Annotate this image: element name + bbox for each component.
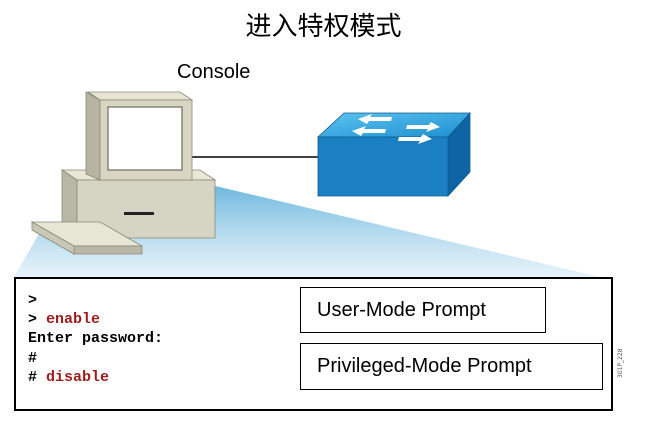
prompt-text: # (28, 349, 38, 367)
privileged-mode-callout: Privileged-Mode Prompt (300, 343, 603, 390)
prompt-text: > (28, 292, 38, 309)
prompt-text: Enter password: (28, 330, 164, 348)
user-mode-callout: User-Mode Prompt (300, 287, 546, 333)
page-title: 进入特权模式 (245, 12, 402, 42)
computer-icon (30, 91, 217, 255)
console-label: Console (177, 61, 251, 83)
terminal-line: # disable (28, 368, 163, 387)
terminal-line: > (28, 291, 163, 310)
terminal-line: # (28, 349, 163, 368)
command-text: disable (46, 368, 110, 386)
prompt-text: > (28, 311, 47, 329)
terminal-line: Enter password: (28, 329, 163, 348)
prompt-text: # (28, 368, 47, 386)
terminal-line: > enable (28, 310, 163, 329)
switch-icon (316, 111, 471, 198)
command-text: enable (46, 311, 101, 329)
figure-code: 301P_228 (617, 348, 624, 378)
